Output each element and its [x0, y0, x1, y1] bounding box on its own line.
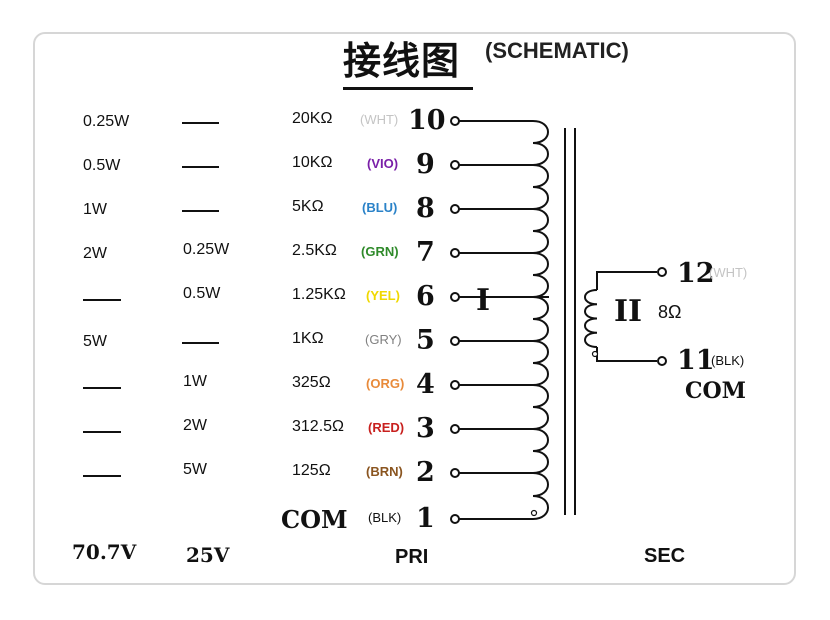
v25-dash — [182, 166, 219, 168]
tap-impedance: 20KΩ — [292, 110, 333, 127]
tap-impedance: 1KΩ — [292, 330, 324, 347]
tap-terminal — [450, 380, 460, 390]
v25-dash — [182, 342, 219, 344]
tap-color-code: (WHT) — [360, 112, 399, 127]
secondary-impedance: 8Ω — [658, 302, 682, 322]
primary-com-label: COM — [281, 505, 348, 534]
diagram-frame — [33, 32, 796, 585]
v25-dash — [182, 210, 219, 212]
tap-impedance: 312.5Ω — [292, 418, 344, 435]
secondary-terminal-12 — [657, 267, 667, 277]
secondary-tap-12: 12 — [677, 258, 715, 289]
secondary-winding-label: II — [614, 294, 643, 329]
v25-power: 1W — [183, 373, 207, 390]
title-english: (SCHEMATIC) — [485, 38, 629, 63]
tap-number-10: 10 — [408, 105, 446, 136]
tap-number-4: 4 — [416, 369, 435, 400]
footer-sec-label: SEC — [644, 545, 686, 567]
tap-color-code: (ORG) — [366, 376, 405, 391]
secondary-terminal-11 — [657, 356, 667, 366]
secondary-polarity-dot — [591, 350, 599, 358]
v70-dash — [83, 299, 121, 301]
tap-terminal — [450, 248, 460, 258]
tap-terminal — [450, 160, 460, 170]
tap-number-2: 2 — [416, 457, 435, 488]
tap-number-8: 8 — [416, 193, 435, 224]
primary-polarity-dot — [530, 509, 538, 517]
v70-power: 1W — [83, 201, 107, 218]
tap-terminal — [450, 292, 460, 302]
secondary-lead-bottom — [596, 347, 657, 362]
v25-dash — [182, 122, 219, 124]
footer-pri-label: PRI — [395, 546, 429, 568]
v70-power: 0.25W — [83, 113, 130, 130]
tap-impedance: 325Ω — [292, 374, 331, 391]
primary-winding-label: I — [476, 283, 491, 318]
secondary-lead-top — [596, 271, 657, 290]
tap-terminal — [450, 424, 460, 434]
tap-terminal — [450, 336, 460, 346]
tap-number-7: 7 — [416, 237, 435, 268]
v70-power: 0.5W — [83, 157, 121, 174]
primary-coil — [532, 120, 549, 520]
secondary-tap-11: 11 — [677, 345, 715, 376]
v70-dash — [83, 475, 121, 477]
tap-color-code: (GRY) — [365, 332, 402, 347]
tap-color-code: (BLU) — [362, 200, 398, 215]
title-chinese: 接线图 — [343, 38, 461, 83]
tap-terminal — [450, 116, 460, 126]
tap-terminal — [450, 204, 460, 214]
tap-terminal — [450, 468, 460, 478]
secondary-bottom-color-code: (BLK) — [711, 353, 745, 368]
tap-number-3: 3 — [416, 413, 435, 444]
tap-color-code: (YEL) — [366, 288, 400, 303]
v25-power: 0.5W — [183, 285, 221, 302]
tap-impedance: 10KΩ — [292, 154, 333, 171]
v25-power: 5W — [183, 461, 207, 478]
v25-power: 0.25W — [183, 241, 230, 258]
tap-color-code: (GRN) — [361, 244, 399, 259]
footer-25v-label: 25V — [186, 543, 230, 567]
v70-power: 2W — [83, 245, 107, 262]
tap-impedance: 1.25KΩ — [292, 286, 346, 303]
v70-dash — [83, 387, 121, 389]
tap-terminal — [450, 514, 460, 524]
tap-impedance: 125Ω — [292, 462, 331, 479]
secondary-coil — [584, 289, 598, 348]
footer-70v-label: 70.7V — [72, 540, 137, 564]
tap-color-code: (BLK) — [368, 510, 402, 525]
v70-power: 5W — [83, 333, 107, 350]
tap-color-code: (RED) — [368, 420, 405, 435]
tap-number-6: 6 — [416, 281, 435, 312]
tap-number-1: 1 — [416, 503, 435, 534]
secondary-top-color-code: (WHT) — [709, 265, 748, 280]
tap-number-9: 9 — [416, 149, 435, 180]
v25-power: 2W — [183, 417, 207, 434]
title-underline — [343, 87, 473, 90]
tap-color-code: (VIO) — [367, 156, 399, 171]
secondary-com-label: COM — [685, 378, 747, 404]
tap-impedance: 5KΩ — [292, 198, 324, 215]
tap-number-5: 5 — [416, 325, 435, 356]
tap-color-code: (BRN) — [366, 464, 403, 479]
v70-dash — [83, 431, 121, 433]
tap-impedance: 2.5KΩ — [292, 242, 337, 259]
